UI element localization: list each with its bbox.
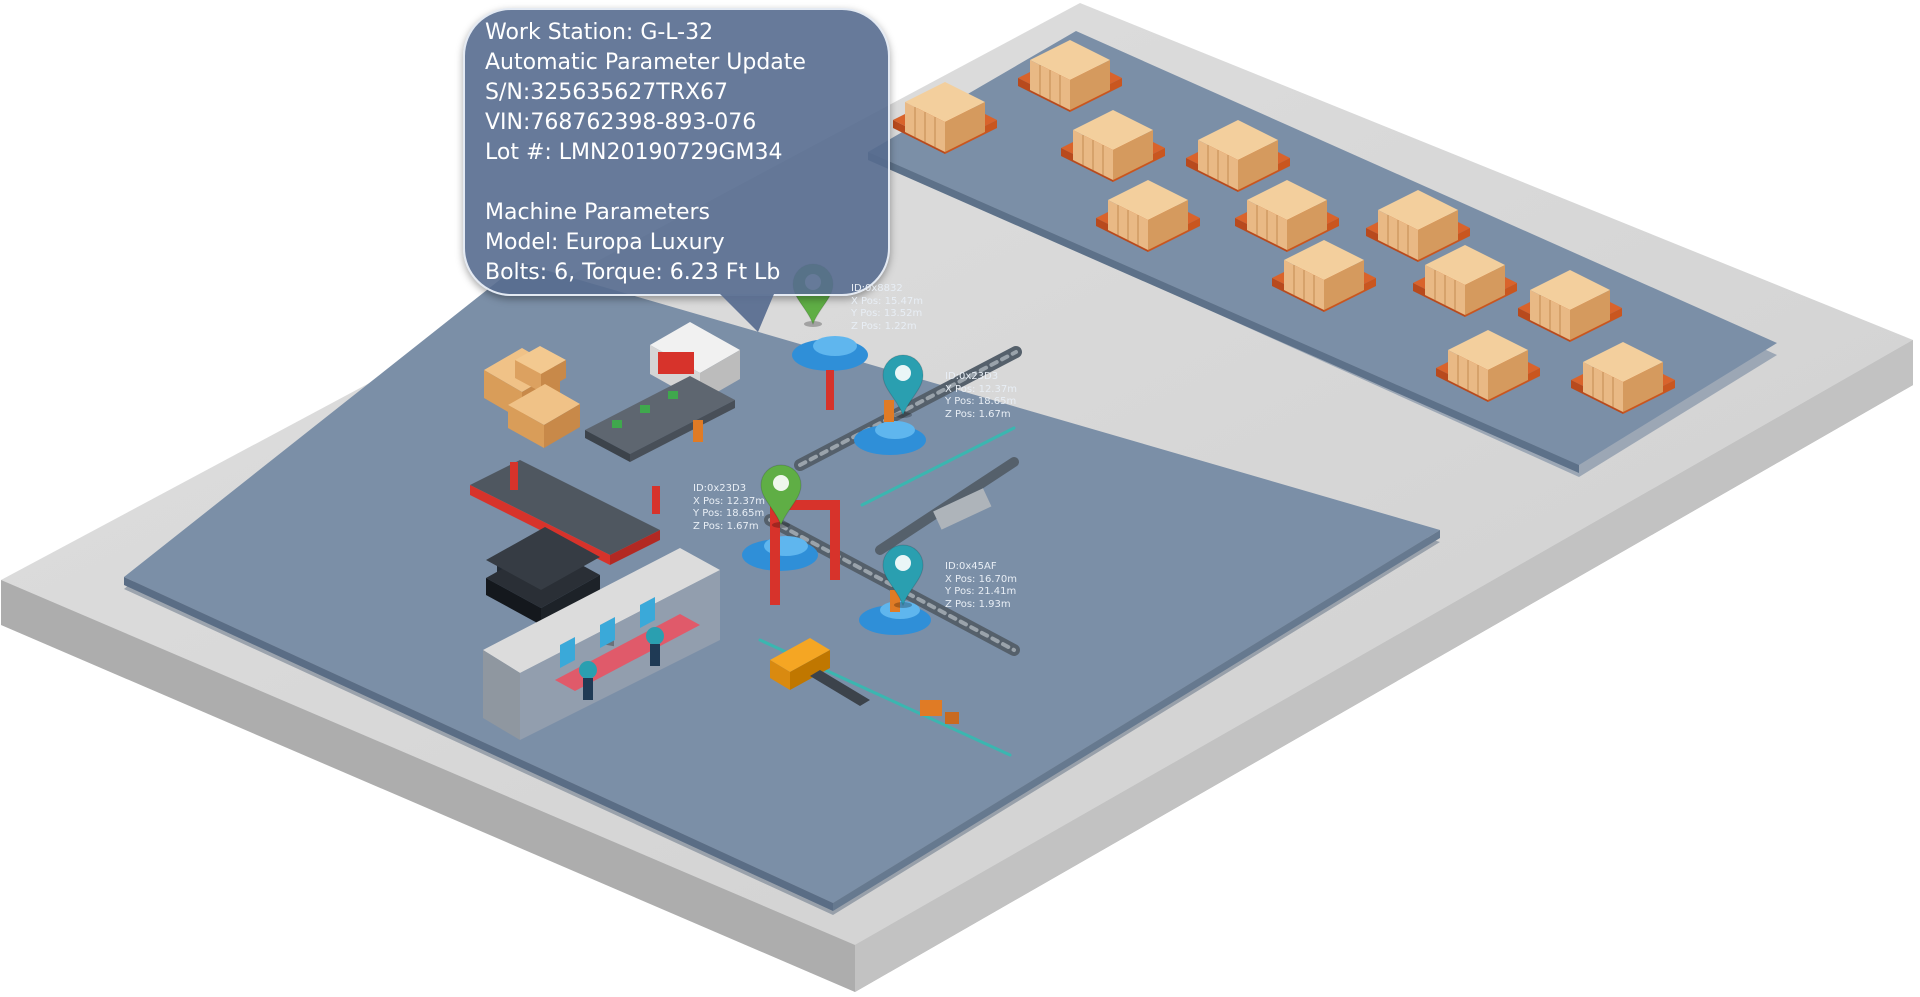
marker-z: Z Pos: 1.93m	[945, 598, 1011, 610]
update-label: Automatic Parameter Update	[485, 50, 806, 75]
marker-x: X Pos: 12.37m	[945, 383, 1017, 395]
pallet-stack	[1366, 190, 1470, 262]
pallet-stack	[1018, 40, 1122, 112]
machine-cell-top	[585, 322, 740, 462]
marker-z: Z Pos: 1.67m	[693, 520, 759, 532]
marker-id: ID:0x23D3	[945, 371, 999, 382]
marker-label-1: ID:0x8832 X Pos: 15.47m Y Pos: 13.52m Z …	[851, 283, 923, 333]
vin-number: VIN:768762398-893-076	[485, 110, 757, 135]
bolts-torque-label: Bolts: 6, Torque: 6.23 Ft Lb	[485, 260, 781, 285]
location-pin-icon[interactable]	[882, 354, 924, 418]
marker-y: Y Pos: 18.65m	[693, 508, 765, 519]
pallet-stack	[1571, 342, 1675, 414]
pallet-stack	[1413, 245, 1517, 317]
pallet-stack	[1272, 240, 1376, 312]
lot-number: Lot #: LMN20190729GM34	[485, 140, 783, 165]
pallet-stack	[1186, 120, 1290, 192]
pallet-stack-area	[893, 40, 1675, 414]
pallet-stack	[893, 82, 997, 154]
marker-z: Z Pos: 1.67m	[945, 408, 1011, 420]
tooltip-tail	[720, 294, 774, 332]
marker-y: Y Pos: 21.41m	[945, 586, 1017, 597]
marker-id: ID:0x8832	[851, 283, 903, 294]
marker-x: X Pos: 12.37m	[693, 495, 765, 507]
model-label: Model: Europa Luxury	[485, 230, 725, 255]
pallet-stack	[1518, 270, 1622, 342]
pallet-stack	[1061, 110, 1165, 182]
location-pin-icon[interactable]	[760, 464, 802, 528]
machine-params-title: Machine Parameters	[485, 200, 711, 225]
marker-x: X Pos: 16.70m	[945, 573, 1017, 585]
pallet-stack	[1096, 180, 1200, 252]
marker-x: X Pos: 15.47m	[851, 295, 923, 307]
robot-cell-bottom	[770, 638, 959, 724]
control-room	[483, 548, 720, 740]
pallet-stack	[1235, 180, 1339, 252]
location-pin-icon[interactable]	[882, 544, 924, 608]
marker-label-3: ID:0x23D3 X Pos: 12.37m Y Pos: 18.65m Z …	[693, 483, 765, 533]
pallet-stack	[1436, 330, 1540, 402]
car-assembly	[742, 336, 992, 635]
marker-y: Y Pos: 13.52m	[851, 308, 923, 319]
box-pile	[484, 346, 580, 448]
marker-label-4: ID:0x45AF X Pos: 16.70m Y Pos: 21.41m Z …	[945, 561, 1017, 611]
workstation-tooltip: Work Station: G-L-32 Automatic Parameter…	[463, 8, 890, 296]
production-floor	[124, 263, 1440, 915]
marker-z: Z Pos: 1.22m	[851, 320, 917, 332]
work-station-label: Work Station: G-L-32	[485, 20, 714, 45]
marker-id: ID:0x23D3	[693, 483, 747, 494]
marker-id: ID:0x45AF	[945, 561, 997, 572]
marker-y: Y Pos: 18.65m	[945, 396, 1017, 407]
serial-number: S/N:325635627TRX67	[485, 80, 729, 105]
tooltip-spacer	[485, 168, 868, 198]
marker-label-2: ID:0x23D3 X Pos: 12.37m Y Pos: 18.65m Z …	[945, 371, 1017, 421]
